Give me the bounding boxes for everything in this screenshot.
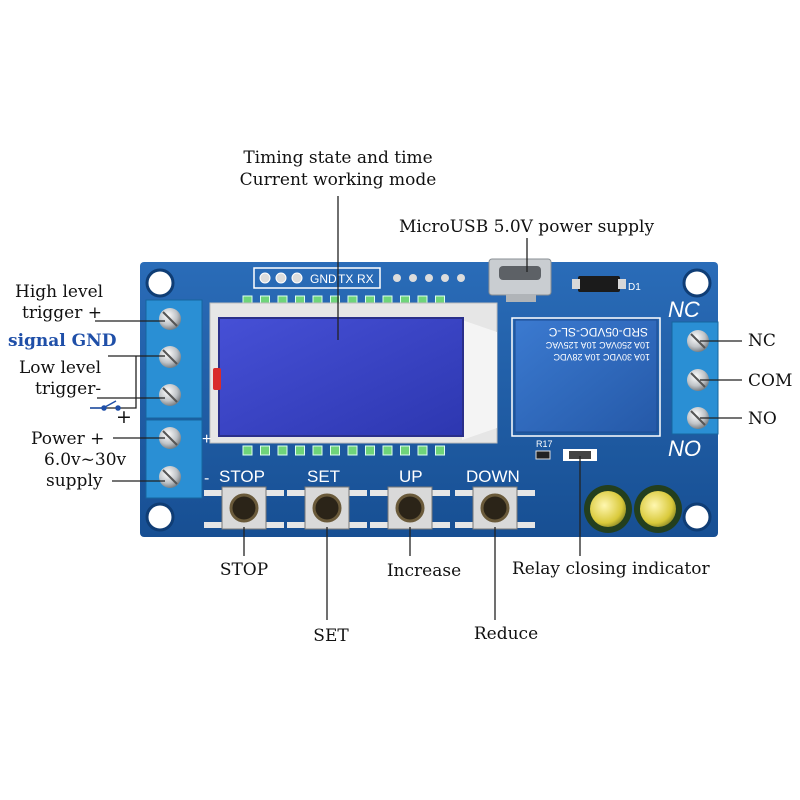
annotation-nc: NC (748, 331, 776, 351)
annotation-low-level-line2: trigger- (35, 379, 102, 399)
micro-usb-port (488, 258, 552, 302)
lcd-pin (365, 445, 375, 456)
board-up-label: UP (399, 467, 423, 486)
annotation-relay-indicator: Relay closing indicator (512, 559, 710, 579)
annotation-com: COM (748, 371, 793, 391)
lcd-pin (330, 445, 340, 456)
tactile-button (370, 486, 450, 530)
tactile-button (204, 486, 284, 530)
relay-model-label: SRD-05VDC-SL-C (548, 325, 648, 339)
annotation-power-line3: supply (46, 471, 103, 491)
terminal-plus-label: + (202, 431, 211, 448)
input-terminal-block: + - (145, 299, 211, 499)
lcd-pin (295, 445, 305, 456)
annotation-plus-sign: + (116, 406, 132, 428)
resistor-r17: R17 (535, 439, 553, 460)
lcd-pin (417, 445, 428, 456)
lcd-pin (435, 445, 445, 456)
lcd-pins (242, 295, 445, 456)
lcd-pin (312, 445, 323, 456)
lcd-pin (242, 445, 253, 456)
relay: SRD-05VDC-SL-C 10A 250VAC 10A 125VAC 10A… (511, 317, 661, 437)
annotation-microusb: MicroUSB 5.0V power supply (399, 217, 655, 237)
lcd-pin (277, 445, 288, 456)
lcd-pin (382, 445, 393, 456)
header-tx-label: TX (338, 272, 353, 286)
tactile-button (287, 486, 367, 530)
annotation-set: SET (313, 626, 349, 646)
board-down-label: DOWN (466, 467, 520, 486)
switch-symbol (90, 400, 121, 411)
header-rx-label: RX (357, 272, 374, 286)
annotation-low-level-line1: Low level (19, 358, 102, 378)
board-no-label: NO (668, 436, 701, 461)
mounting-holes (145, 268, 712, 532)
header-gnd-label: GND (310, 272, 337, 286)
capacitors (584, 485, 682, 533)
annotation-high-level-line2: trigger + (22, 303, 102, 323)
annotation-no: NO (748, 409, 777, 429)
r17-label: R17 (536, 439, 553, 449)
annotation-signal-gnd: signal GND (8, 331, 117, 351)
serial-header: GND TX RX (253, 267, 465, 289)
lcd-pin (260, 445, 270, 456)
lcd-display (209, 302, 498, 444)
relay-indicator-led (563, 449, 597, 461)
push-buttons (204, 486, 535, 530)
annotation-high-level-line1: High level (15, 282, 104, 302)
lcd-pin (347, 445, 358, 456)
lcd-pin (400, 445, 410, 456)
annotation-reduce: Reduce (473, 624, 539, 644)
annotation-power-line1: Power + (31, 429, 105, 449)
d1-label: D1 (628, 282, 641, 293)
board-stop-label: STOP (219, 467, 265, 486)
annotation-power-line2: 6.0v~30v (44, 450, 127, 470)
board-nc-label: NC (668, 297, 700, 322)
annotation-timing-line1: Timing state and time (243, 148, 433, 168)
relay-ac-rating: 10A 250VAC 10A 125VAC (545, 340, 650, 350)
board-set-label: SET (307, 467, 340, 486)
annotation-timing-line2: Current working mode (239, 170, 437, 190)
annotation-stop: STOP (219, 560, 269, 580)
diode-d1: D1 (572, 276, 641, 293)
relay-dc-rating: 10A 30VDC 10A 28VDC (553, 352, 650, 362)
annotation-increase: Increase (386, 561, 462, 581)
terminal-minus-label: - (204, 470, 209, 487)
